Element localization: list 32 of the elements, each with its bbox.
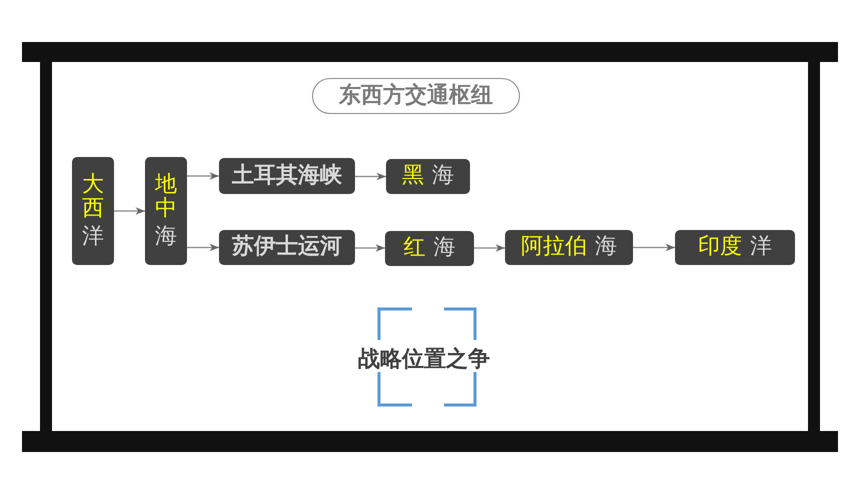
node-text: 苏伊士运河 [232,235,342,260]
place-box [505,230,633,265]
arrow [355,172,386,180]
place-box [385,231,474,266]
arrow [187,172,219,180]
node-text: 红 [404,236,426,261]
node-text: 印度 [698,235,742,260]
node-text: 海 [595,235,617,260]
arrow [187,244,219,252]
node-text: 土耳其海峡 [232,164,342,188]
arrow [355,244,385,252]
place-box [219,230,355,265]
place-box [386,159,470,194]
place-box [72,157,114,265]
title-pill [312,78,520,114]
place-box [675,230,795,265]
arrow [474,244,505,252]
node-text: 海 [155,225,177,250]
heading-text: 战略位置之争 [358,346,490,374]
arrow [633,244,675,252]
node-text: 东西方交通枢纽 [339,84,493,108]
node-text: 地中 [155,172,177,222]
arrow [114,207,145,215]
place-box [145,157,187,265]
node-text: 海 [434,236,456,261]
node-text: 洋 [750,235,772,260]
node-text: 大西 [82,172,104,222]
place-box [219,158,355,194]
node-text: 阿拉伯 [521,235,587,260]
node-text: 海 [432,164,454,189]
node-text: 洋 [82,225,104,250]
node-text: 黑 [402,164,424,189]
